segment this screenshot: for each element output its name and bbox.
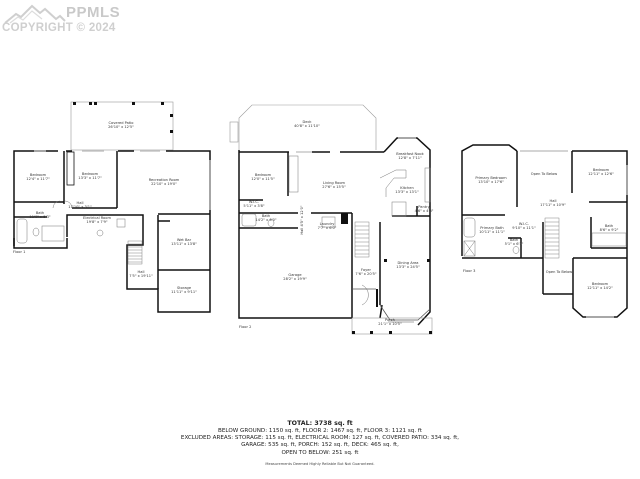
svg-text:W.I.C.: W.I.C.: [249, 200, 259, 204]
svg-text:Living Room: Living Room: [323, 181, 346, 185]
excluded-areas-2: GARAGE: 535 sq. ft, PORCH: 152 sq. ft, D…: [241, 442, 399, 449]
svg-text:Laundry: Laundry: [320, 222, 336, 226]
ppmls-watermark: PPMLS COPYRIGHT © 2024: [0, 0, 140, 40]
svg-text:Bath: Bath: [36, 211, 44, 215]
svg-text:Kitchen: Kitchen: [400, 186, 414, 190]
svg-text:13'3" x 11'7": 13'3" x 11'7": [78, 176, 102, 180]
svg-text:Deck: Deck: [302, 120, 312, 124]
svg-text:11'11" x 9'11": 11'11" x 9'11": [171, 290, 197, 294]
svg-text:12'0" x 11'5": 12'0" x 11'5": [251, 177, 275, 181]
svg-text:Bath: Bath: [605, 224, 613, 228]
svg-text:Hall 4'5" x 12'0": Hall 4'5" x 12'0": [300, 205, 304, 235]
svg-text:13'3" x 13'1": 13'3" x 13'1": [395, 190, 419, 194]
mountain-logo-icon: [4, 4, 66, 24]
svg-text:13'10" x 17'6": 13'10" x 17'6": [478, 180, 504, 184]
svg-text:5'1" x 6'3": 5'1" x 6'3": [505, 242, 524, 246]
svg-text:Bedroom: Bedroom: [30, 173, 47, 177]
svg-text:27'6" x 15'5": 27'6" x 15'5": [322, 185, 346, 189]
svg-text:5'11" x 3'8": 5'11" x 3'8": [243, 204, 264, 208]
floor-1-plan: Covered Patio 26'10" x 12'5" Bedroom 12'…: [13, 101, 211, 313]
svg-text:4'6" x 4'3": 4'6" x 4'3": [415, 209, 434, 213]
brand-text: PPMLS: [66, 4, 121, 21]
excluded-areas-3: OPEN TO BELOW: 251 sq. ft: [281, 449, 359, 456]
svg-text:Pantry: Pantry: [418, 205, 430, 209]
excluded-areas-1: EXCLUDED AREAS: STORAGE: 115 sq. ft, ELE…: [180, 435, 460, 442]
svg-text:14'2" x 6'0": 14'2" x 6'0": [255, 218, 276, 222]
svg-text:12'8" x 7'11": 12'8" x 7'11": [398, 156, 422, 160]
copyright-text: COPYRIGHT © 2024: [2, 22, 116, 34]
svg-text:17'10" x 3'1": 17'10" x 3'1": [68, 205, 92, 209]
svg-text:11'0" x 5'3": 11'0" x 5'3": [29, 215, 50, 219]
area-summary: TOTAL: 3738 sq. ft BELOW GROUND: 1150 sq…: [0, 420, 640, 466]
svg-text:Bedroom: Bedroom: [592, 282, 609, 286]
svg-text:12'11" x 14'2": 12'11" x 14'2": [587, 286, 613, 290]
svg-text:22'10" x 19'0": 22'10" x 19'0": [151, 182, 177, 186]
svg-text:10'11" x 11'1": 10'11" x 11'1": [479, 230, 505, 234]
floor-plan-drawing: Covered Patio 26'10" x 12'5" Bedroom 12'…: [13, 101, 628, 335]
svg-text:Garage: Garage: [288, 273, 302, 277]
svg-text:Foyer: Foyer: [361, 268, 371, 272]
disclaimer: Measurements Deemed Highly Reliable But …: [265, 461, 375, 466]
floor-2-plan: Deck 40'8" x 11'10" Breakfast Nook 12'8"…: [229, 104, 434, 335]
svg-text:7'7" x 6'0": 7'7" x 6'0": [318, 226, 337, 230]
svg-text:9'10" x 11'1": 9'10" x 11'1": [512, 226, 536, 230]
svg-text:12'11" x 12'6": 12'11" x 12'6": [588, 172, 614, 176]
svg-text:Open To Below: Open To Below: [531, 172, 558, 176]
svg-text:12'4" x 11'7": 12'4" x 11'7": [26, 177, 50, 181]
svg-text:Storage: Storage: [177, 286, 192, 290]
svg-text:Primary Bedroom: Primary Bedroom: [475, 176, 507, 180]
svg-text:Bedroom: Bedroom: [593, 168, 610, 172]
svg-text:Breakfast Nook: Breakfast Nook: [396, 152, 424, 156]
svg-text:7'6" x 20'5": 7'6" x 20'5": [355, 272, 376, 276]
floor-3-label: Floor 3: [463, 269, 475, 273]
svg-text:8'6" x 9'2": 8'6" x 9'2": [600, 228, 619, 232]
floor-2-label: Floor 2: [239, 325, 251, 329]
svg-text:13'3" x 24'5": 13'3" x 24'5": [396, 265, 420, 269]
floor-3-plan: Primary Bedroom 13'10" x 17'6" Open To B…: [461, 144, 628, 318]
svg-text:Hall: Hall: [138, 270, 145, 274]
svg-text:Recreation Room: Recreation Room: [149, 178, 180, 182]
svg-text:W.I.C.: W.I.C.: [519, 222, 529, 226]
svg-text:Bedroom: Bedroom: [255, 173, 272, 177]
covered-patio-outline: [70, 101, 174, 151]
total-area: TOTAL: 3738 sq. ft: [287, 420, 353, 427]
svg-text:21'1" x 10'5": 21'1" x 10'5": [378, 322, 402, 326]
svg-text:Electrical Room: Electrical Room: [83, 216, 111, 220]
svg-text:40'8" x 11'10": 40'8" x 11'10": [294, 124, 320, 128]
svg-text:13'11" x 13'8": 13'11" x 13'8": [171, 242, 197, 246]
svg-text:Wet Bar: Wet Bar: [177, 238, 192, 242]
svg-text:Bath: Bath: [510, 238, 518, 242]
svg-text:Primary Bath: Primary Bath: [480, 226, 503, 230]
floor-1-label: Floor 1: [13, 250, 25, 254]
svg-text:Porch: Porch: [385, 318, 395, 322]
svg-text:7'5" x 19'11": 7'5" x 19'11": [129, 274, 153, 278]
svg-text:28'2" x 19'9": 28'2" x 19'9": [283, 277, 307, 281]
svg-text:19'8" x 7'9": 19'8" x 7'9": [86, 220, 107, 224]
svg-text:26'10" x 12'5": 26'10" x 12'5": [108, 125, 134, 129]
svg-text:Hall: Hall: [77, 201, 84, 205]
svg-text:Open To Below: Open To Below: [546, 270, 573, 274]
svg-text:17'11" x 10'9": 17'11" x 10'9": [540, 203, 566, 207]
svg-text:Bedroom: Bedroom: [82, 172, 99, 176]
svg-text:Covered Patio: Covered Patio: [109, 121, 134, 125]
svg-text:Dining Area: Dining Area: [397, 261, 418, 265]
svg-text:Bath: Bath: [262, 214, 270, 218]
floor-areas: BELOW GROUND: 1150 sq. ft, FLOOR 2: 1467…: [218, 428, 422, 434]
svg-text:Hall: Hall: [550, 199, 557, 203]
